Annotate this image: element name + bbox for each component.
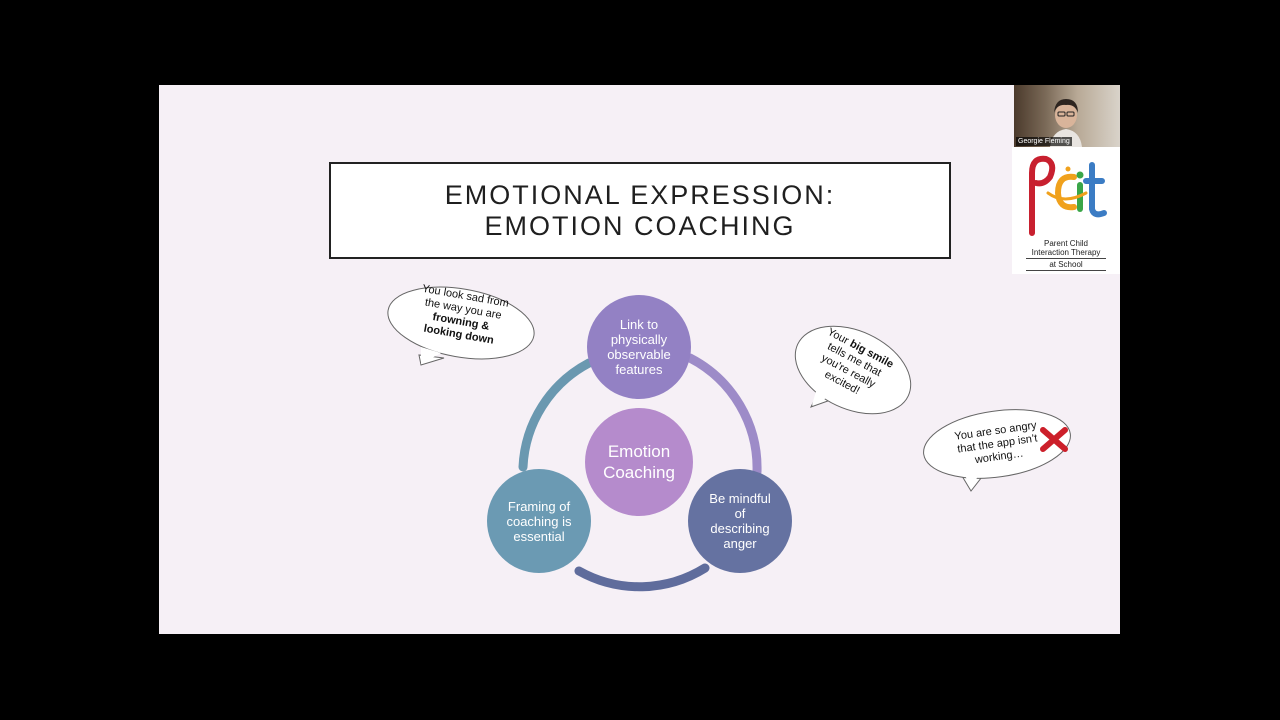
title-line-2: EMOTION COACHING xyxy=(484,210,796,241)
circle-right-line-2: of xyxy=(734,506,746,521)
circle-right-line-4: anger xyxy=(723,536,757,551)
circle-top-label: Link to physically observable features xyxy=(589,297,689,397)
circle-center-line-1: Emotion xyxy=(607,442,671,461)
cross-mark-icon xyxy=(1040,427,1068,452)
title-line-1: EMOTIONAL EXPRESSION: xyxy=(444,179,836,210)
ring-arc-left xyxy=(518,358,594,472)
circle-center-label: Emotion Coaching xyxy=(585,408,693,516)
circle-top-line-3: observable xyxy=(607,347,671,362)
circle-center xyxy=(585,408,693,516)
circle-left-line-2: coaching is xyxy=(506,513,572,529)
pcit-logo-icon xyxy=(1029,155,1107,236)
participant-video-tile[interactable]: Georgie Fleming xyxy=(1014,85,1120,147)
circle-right-line-3: describing xyxy=(710,521,770,536)
circle-left-line-3: essential xyxy=(513,528,565,544)
logo-line-2: Interaction Therapy xyxy=(1031,248,1101,257)
speech-bubble-sad xyxy=(387,286,535,366)
pcit-logo-caption: Parent Child Interaction Therapy at Scho… xyxy=(1012,239,1120,272)
circle-left-line-1: Framing of xyxy=(507,498,571,514)
circle-right-label: Be mindful of describing anger xyxy=(690,471,790,571)
ring-arc-top-right xyxy=(685,353,762,477)
presentation-slide: EMOTIONAL EXPRESSION: EMOTION COACHING xyxy=(159,85,1120,634)
emotion-coaching-diagram xyxy=(387,286,1071,592)
circle-top-line-2: physically xyxy=(610,332,668,347)
circle-top-line-1: Link to xyxy=(619,317,659,332)
logo-line-3: at School xyxy=(1049,260,1083,269)
pcit-logo-panel: Parent Child Interaction Therapy at Scho… xyxy=(1012,147,1120,274)
speech-bubble-angry xyxy=(923,409,1071,492)
speech-bubble-smile xyxy=(794,325,912,415)
circle-left-label: Framing of coaching is essential xyxy=(489,471,589,571)
logo-line-1: Parent Child xyxy=(1043,239,1089,248)
ring-arc-bottom xyxy=(574,563,710,592)
circle-top-line-4: features xyxy=(615,362,663,377)
participant-name-label: Georgie Fleming xyxy=(1016,137,1072,146)
circle-right-line-1: Be mindful xyxy=(709,491,771,506)
circle-right xyxy=(688,469,792,573)
circle-center-line-2: Coaching xyxy=(603,463,675,482)
circle-top xyxy=(587,295,691,399)
circle-left xyxy=(487,469,591,573)
slide-title: EMOTIONAL EXPRESSION: EMOTION COACHING xyxy=(329,162,951,259)
